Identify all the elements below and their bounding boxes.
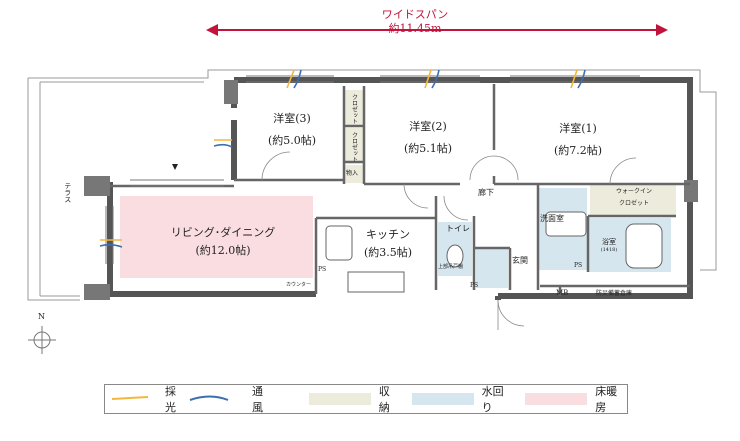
room-western-3-name: 洋室(3)	[273, 112, 311, 125]
compass-icon	[28, 326, 56, 354]
room-western-1: 洋室(1) (約7.2帖)	[548, 122, 608, 158]
entrance-marker	[172, 164, 178, 170]
toilet-shelf-label: 上部吊戸棚	[438, 264, 464, 270]
room-kitchen-size: (約3.5帖)	[363, 245, 413, 259]
room-living-name: リビング･ダイニング	[170, 226, 276, 239]
light-wind-markers	[99, 69, 586, 248]
compass-north-label: N	[38, 312, 45, 321]
wide-span-label: ワイドスパン 約11.45m	[345, 8, 485, 37]
ps-label-kitchen: PS	[318, 266, 327, 273]
room-washroom: 洗面室	[540, 214, 564, 223]
walkin-label: ウォークイン クロゼット	[616, 188, 652, 207]
room-living-dining: リビング･ダイニング (約12.0帖)	[168, 226, 278, 258]
door-swings	[261, 151, 637, 330]
room-toilet: トイレ	[446, 224, 470, 233]
mb-label: MB	[556, 289, 569, 297]
legend-wind-label: 通風	[252, 385, 264, 414]
room-bath-size: (1418)	[600, 246, 618, 253]
room-entrance: 玄関	[512, 256, 528, 265]
closet-label-2: クロゼット	[350, 132, 358, 162]
legend-floor-heating-label: 床暖房	[595, 385, 618, 414]
walkin-bottom: クロゼット	[619, 199, 650, 207]
legend-water: 水回り	[411, 383, 514, 415]
bathtub	[625, 223, 663, 269]
legend-storage: 収納	[309, 383, 400, 415]
closet-label-1: クロゼット	[350, 94, 358, 124]
floor-heating-area	[120, 196, 313, 278]
room-western-3-size: (約5.0帖)	[267, 133, 317, 147]
legend-icons	[111, 395, 229, 401]
room-living-size: (約12.0帖)	[195, 243, 251, 257]
storage-swatch	[309, 393, 371, 405]
room-kitchen-name: キッチン	[366, 228, 410, 241]
span-title: ワイドスパン	[381, 8, 449, 21]
legend-light-label: 採光	[165, 385, 176, 414]
span-value: 約11.45m	[388, 22, 442, 36]
legend-storage-label: 収納	[378, 385, 390, 414]
stove	[347, 271, 405, 293]
fire-storage-label: 防災備蓄倉庫	[596, 290, 633, 297]
storage-label: 物入	[346, 170, 359, 177]
legend: 採光 通風 収納 水回り 床暖房	[104, 384, 628, 414]
wash-basin	[545, 211, 587, 237]
walkin-top: ウォークイン	[616, 188, 653, 195]
legend-floor-heating: 床暖房	[525, 383, 627, 415]
ps-label-toilet: PS	[470, 282, 479, 289]
room-western-3: 洋室(3) (約5.0帖)	[262, 112, 322, 148]
toilet-bowl	[446, 244, 464, 268]
legend-water-label: 水回り	[481, 385, 504, 414]
room-western-2: 洋室(2) (約5.1帖)	[398, 120, 458, 156]
room-bath: 浴室 (1418)	[596, 238, 622, 253]
room-bath-name: 浴室	[602, 238, 616, 246]
floor-heating-swatch	[525, 393, 588, 405]
room-western-1-size: (約7.2帖)	[553, 143, 603, 157]
terrace-label: テラス	[63, 182, 72, 203]
room-western-2-size: (約5.1帖)	[403, 141, 453, 155]
room-kitchen: キッチン (約3.5帖)	[358, 228, 418, 260]
room-western-2-name: 洋室(2)	[409, 120, 447, 133]
wide-span-arrow	[206, 24, 668, 36]
kitchen-sink	[325, 225, 353, 261]
counter-label: カウンター	[286, 282, 312, 288]
legend-wind: 通風	[244, 383, 273, 415]
legend-light: 採光	[157, 383, 186, 415]
room-western-1-name: 洋室(1)	[559, 122, 597, 135]
room-corridor: 廊下	[478, 188, 494, 197]
ps-label-wash: PS	[574, 262, 583, 269]
water-swatch	[411, 393, 474, 405]
balcony-outline	[27, 69, 717, 301]
wall-details	[84, 80, 698, 300]
